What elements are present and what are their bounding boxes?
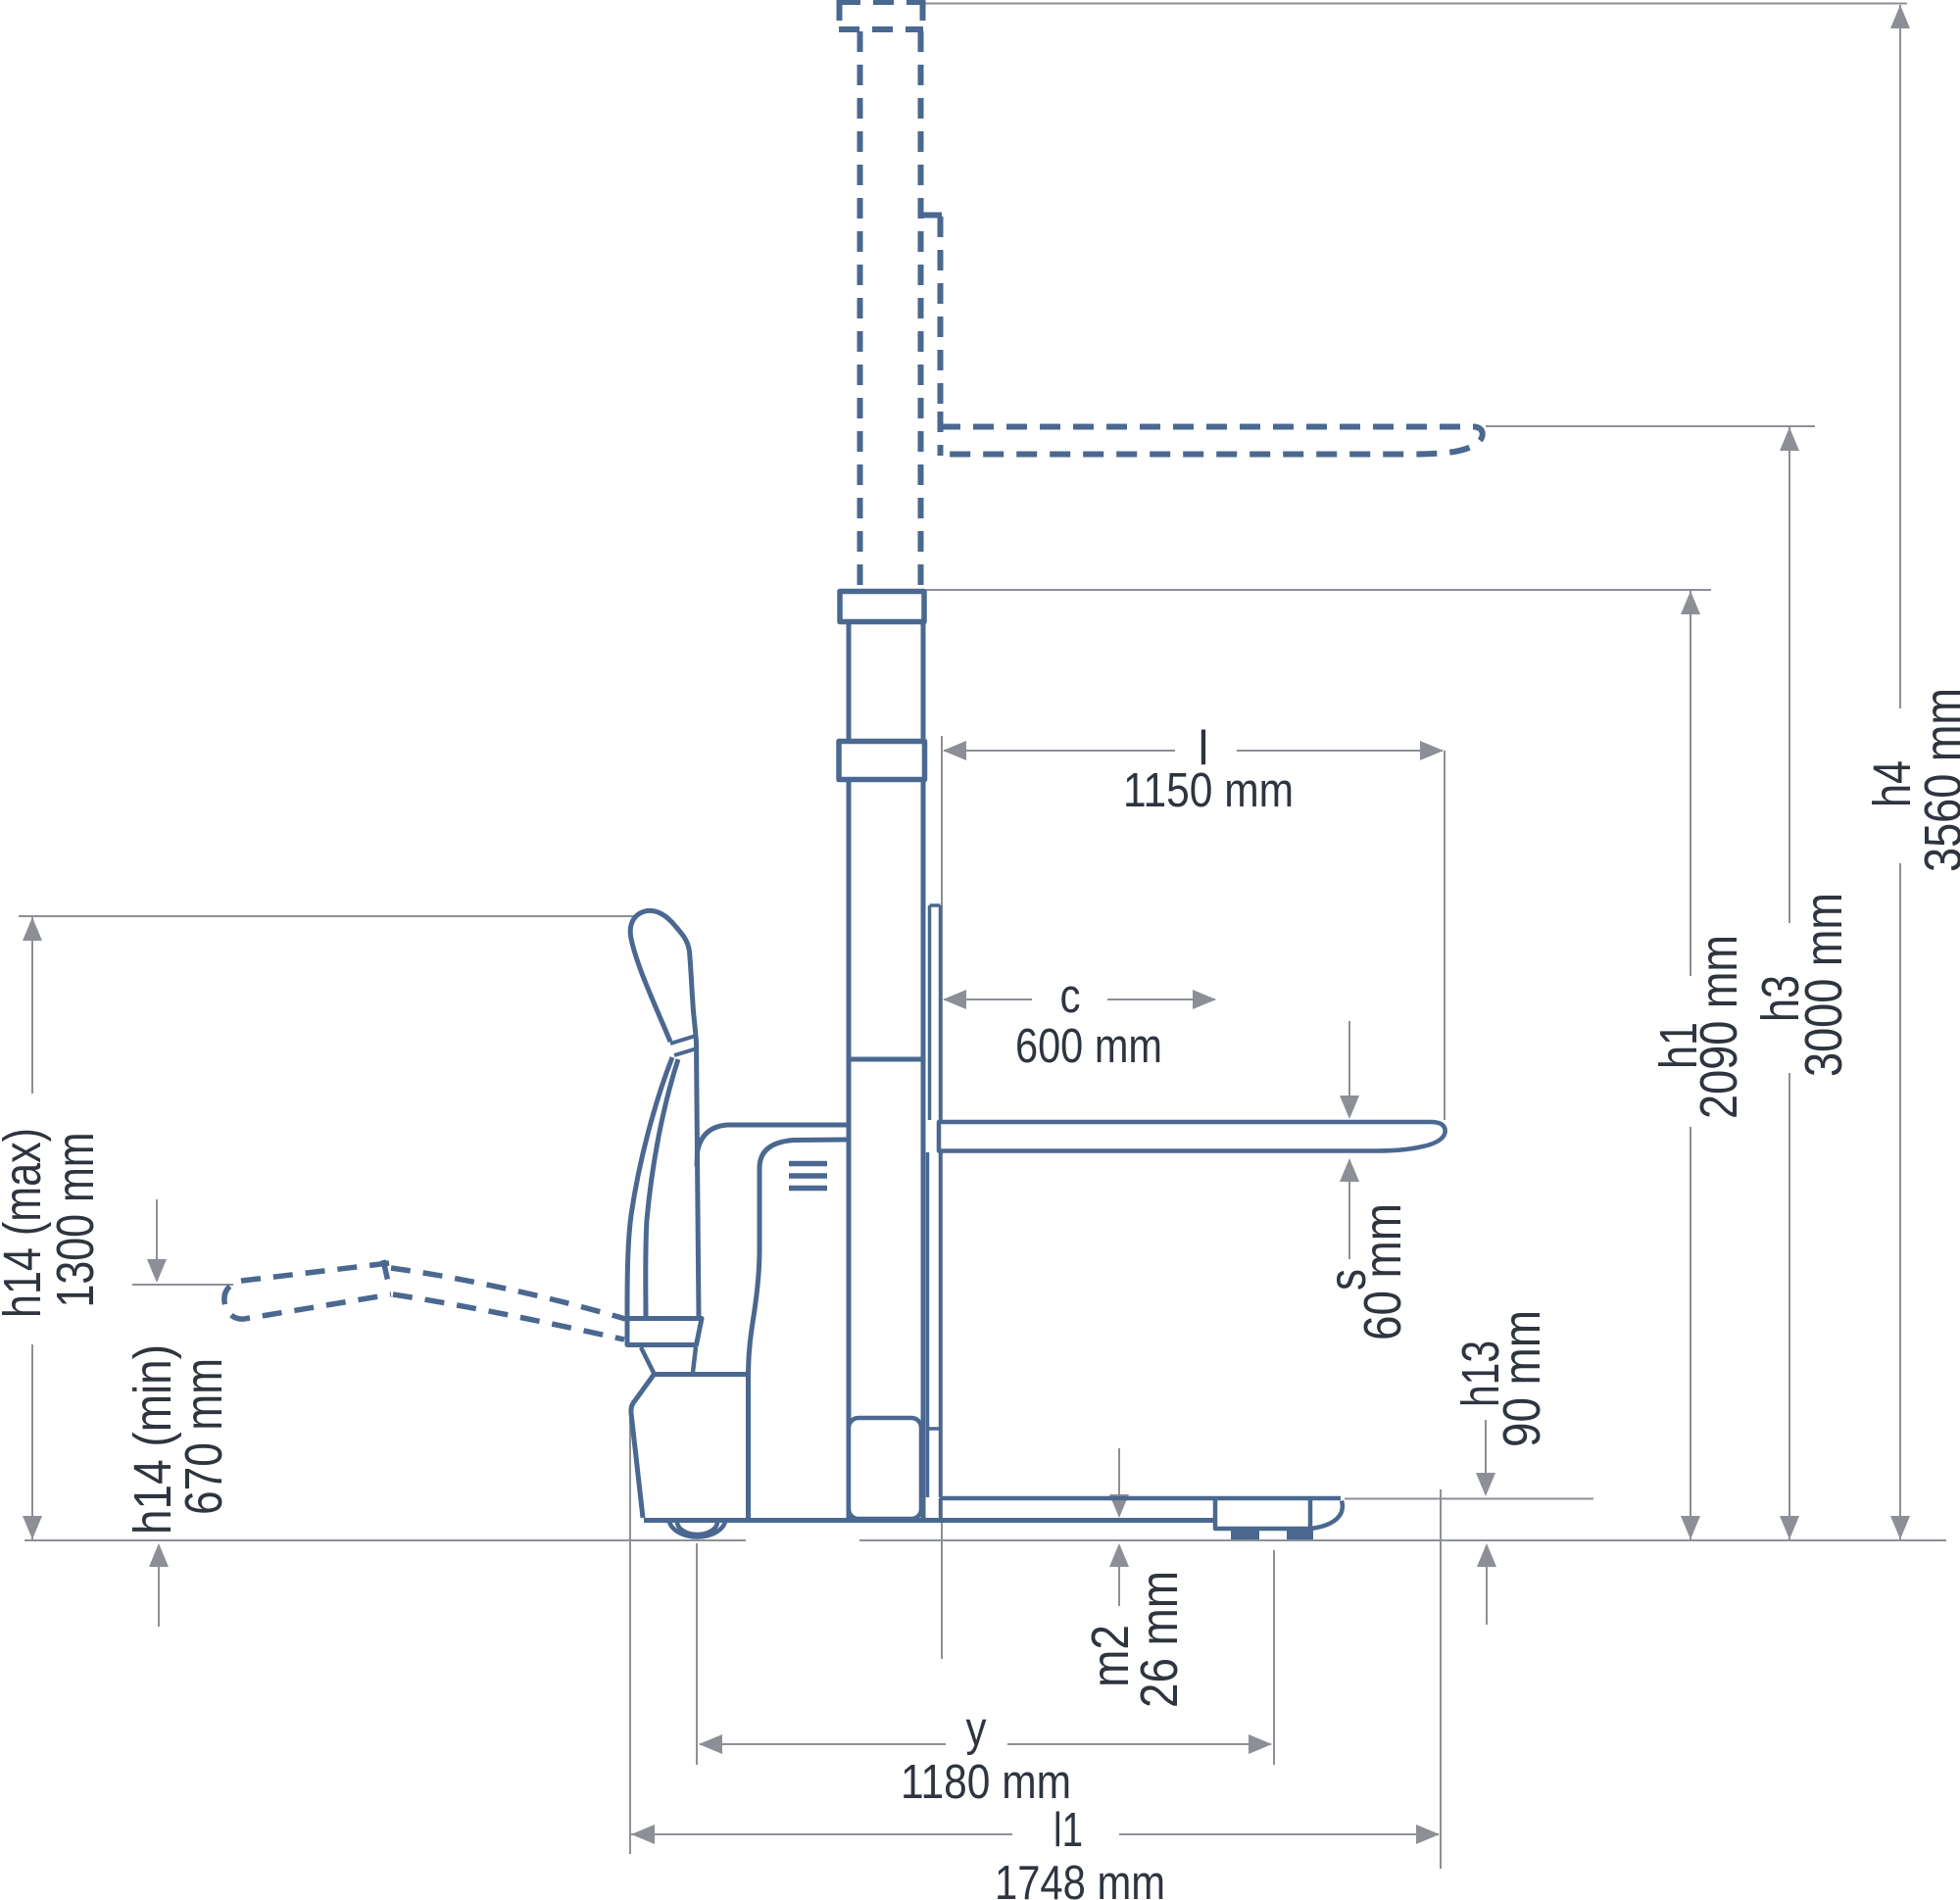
svg-text:3000 mm: 3000 mm xyxy=(1794,893,1853,1077)
svg-text:1180 mm: 1180 mm xyxy=(901,1756,1071,1809)
svg-text:h14 (max): h14 (max) xyxy=(0,1128,52,1318)
svg-text:c: c xyxy=(1060,970,1081,1023)
svg-text:h1: h1 xyxy=(1649,1022,1708,1069)
svg-text:1300 mm: 1300 mm xyxy=(46,1133,105,1308)
svg-text:h14 (min): h14 (min) xyxy=(123,1344,182,1535)
svg-text:l: l xyxy=(1199,722,1209,775)
svg-text:y: y xyxy=(966,1703,987,1756)
svg-text:1150 mm: 1150 mm xyxy=(1123,764,1294,817)
svg-text:60 mm: 60 mm xyxy=(1353,1203,1412,1340)
svg-text:h13: h13 xyxy=(1451,1340,1510,1407)
svg-text:l1: l1 xyxy=(1054,1804,1083,1857)
svg-text:670 mm: 670 mm xyxy=(174,1358,233,1515)
svg-text:3560 mm: 3560 mm xyxy=(1914,688,1960,872)
svg-text:2090 mm: 2090 mm xyxy=(1690,935,1748,1119)
svg-text:26 mm: 26 mm xyxy=(1130,1571,1189,1708)
svg-text:90 mm: 90 mm xyxy=(1493,1310,1551,1447)
svg-text:600 mm: 600 mm xyxy=(1015,1020,1162,1073)
svg-text:m2: m2 xyxy=(1081,1625,1140,1687)
svg-text:s: s xyxy=(1318,1269,1377,1291)
svg-text:h3: h3 xyxy=(1751,975,1810,1022)
svg-text:h4: h4 xyxy=(1863,760,1922,807)
svg-text:1748 mm: 1748 mm xyxy=(995,1857,1165,1900)
